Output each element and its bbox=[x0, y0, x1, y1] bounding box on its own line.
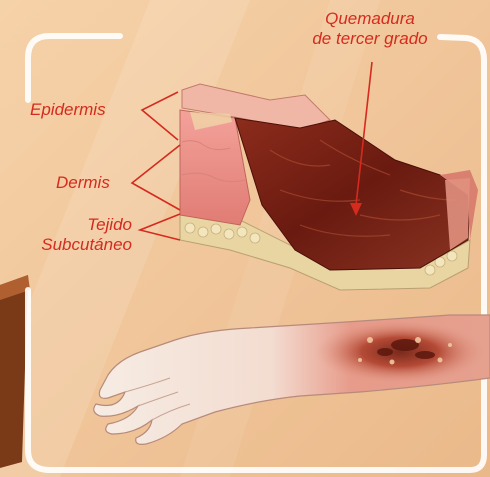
epidermis-label: Epidermis bbox=[30, 100, 106, 120]
burn-title-line2: de tercer grado bbox=[270, 29, 470, 49]
subcutaneous-label: Tejido Subcutáneo bbox=[8, 215, 132, 255]
burn-title: Quemadura de tercer grado bbox=[270, 9, 470, 49]
burn-title-line1: Quemadura bbox=[270, 9, 470, 29]
subcutaneous-label-line2: Subcutáneo bbox=[8, 235, 132, 255]
forearm-wound bbox=[315, 320, 485, 384]
dermis-label: Dermis bbox=[56, 173, 110, 193]
subcutaneous-label-line1: Tejido bbox=[8, 215, 132, 235]
